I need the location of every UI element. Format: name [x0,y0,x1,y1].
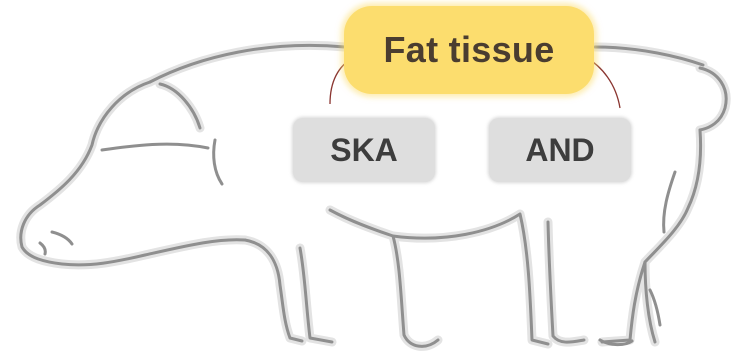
and-node: AND [489,118,631,182]
fat-tissue-label: Fat tissue [383,29,554,71]
and-label: AND [525,132,594,169]
ska-node: SKA [293,118,435,182]
ska-label: SKA [330,132,398,169]
fat-tissue-node: Fat tissue [344,6,594,94]
